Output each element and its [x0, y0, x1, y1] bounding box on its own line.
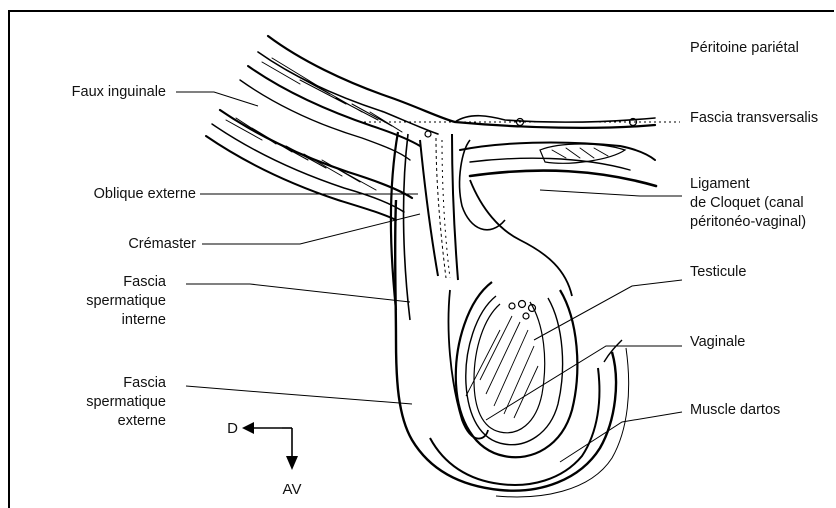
- right-labels: Péritoine pariétal Fascia transversalis …: [690, 40, 818, 418]
- label-ligament-3: péritonéo-vaginal): [690, 214, 806, 230]
- label-faux-inguinale: Faux inguinale: [72, 84, 166, 100]
- label-orientation-av: AV: [283, 481, 302, 498]
- arrow-d-head: [242, 422, 254, 434]
- label-fascia-interne-1: Fascia: [123, 274, 167, 290]
- label-fascia-externe-1: Fascia: [123, 375, 167, 391]
- leader-lines: [176, 92, 682, 462]
- abdominal-wall-layers: [206, 36, 656, 220]
- label-fascia-externe-2: spermatique: [86, 394, 166, 410]
- label-ligament-2: de Cloquet (canal: [690, 195, 804, 211]
- label-fascia-externe-3: externe: [118, 413, 166, 429]
- label-oblique-externe: Oblique externe: [94, 186, 196, 202]
- leader-fascia-interne: [186, 284, 410, 302]
- leader-cremaster: [202, 214, 420, 244]
- label-testicule: Testicule: [690, 264, 746, 280]
- arrow-av-head: [286, 456, 298, 470]
- label-fascia-interne-3: interne: [122, 312, 166, 328]
- leader-fascia-externe: [186, 386, 412, 404]
- orientation-marker: [242, 422, 298, 470]
- label-orientation-d: D: [227, 420, 238, 437]
- label-fascia-transversalis: Fascia transversalis: [690, 110, 818, 126]
- label-cremaster: Crémaster: [128, 236, 196, 252]
- label-ligament-1: Ligament: [690, 176, 750, 192]
- label-vaginale: Vaginale: [690, 334, 745, 350]
- leader-ligament: [540, 190, 682, 196]
- leader-testicule: [534, 280, 682, 340]
- leader-faux-inguinale: [176, 92, 258, 106]
- label-muscle-dartos: Muscle dartos: [690, 402, 780, 418]
- left-labels: Faux inguinale Oblique externe Crémaster…: [72, 84, 196, 429]
- label-peritoine: Péritoine pariétal: [690, 40, 799, 56]
- label-fascia-interne-2: spermatique: [86, 293, 166, 309]
